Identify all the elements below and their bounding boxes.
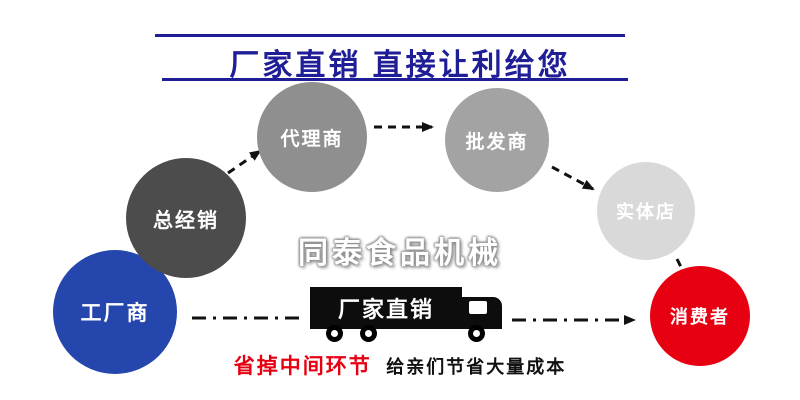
- truck-wheel: [326, 325, 343, 342]
- flow-arrow-distributor-to-agent: [227, 149, 262, 175]
- truck-wheel: [360, 325, 377, 342]
- truck-body: 厂家直销: [310, 287, 462, 329]
- node-wholesaler: 批发商: [445, 88, 549, 192]
- node-consumer: 消费者: [650, 266, 750, 366]
- node-factory-label: 工厂商: [80, 302, 150, 325]
- node-consumer-label: 消费者: [670, 307, 730, 327]
- truck-cab: [462, 297, 502, 329]
- truck-wheel: [468, 325, 485, 342]
- node-agent-label: 代理商: [280, 128, 344, 150]
- page-title: 厂家直销 直接让利给您: [229, 49, 571, 82]
- node-general-distributor-label: 总经销: [153, 209, 219, 232]
- watermark: 同泰食品机械: [298, 237, 502, 270]
- node-general-distributor: 总经销: [126, 158, 246, 278]
- delivery-truck-icon: 厂家直销: [310, 285, 510, 347]
- node-wholesaler-label: 批发商: [465, 131, 529, 153]
- footer-slogan: 省掉中间环节 给亲们节省大量成本: [0, 350, 800, 380]
- flow-arrow-wholesaler-to-store: [551, 165, 595, 191]
- node-retail-store: 实体店: [597, 162, 695, 260]
- title-rule-bottom: [162, 78, 628, 81]
- node-retail-store-label: 实体店: [616, 202, 676, 222]
- node-agent: 代理商: [257, 82, 367, 192]
- title-rule-top: [155, 34, 625, 37]
- truck-window: [469, 301, 487, 314]
- truck-label: 厂家直销: [337, 297, 434, 322]
- footer-highlight: 省掉中间环节: [233, 355, 372, 378]
- footer-text: 给亲们节省大量成本: [386, 357, 567, 377]
